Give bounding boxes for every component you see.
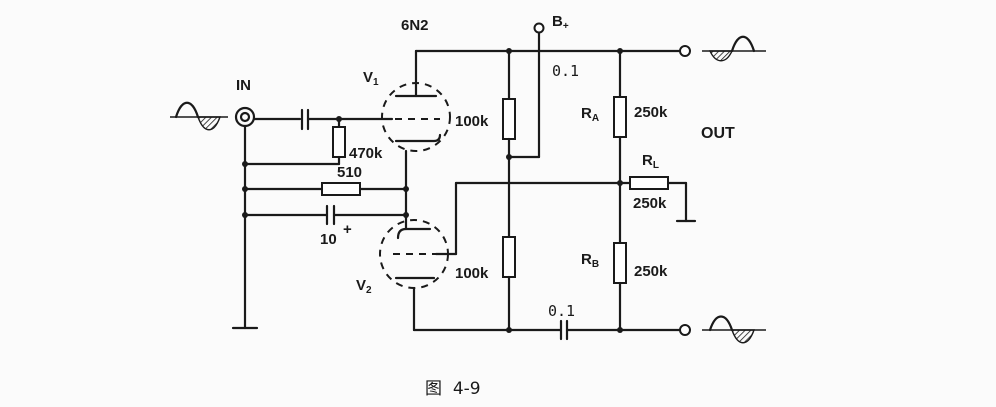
input-jack bbox=[234, 106, 256, 128]
tube-type-label: 6N2 bbox=[401, 17, 429, 34]
cathode-resistor-label: 510 bbox=[337, 164, 363, 181]
input-waveform bbox=[170, 101, 228, 131]
in-label: IN bbox=[236, 77, 251, 94]
cathode-capacitor-label: 10 bbox=[320, 231, 337, 248]
plate-resistor-top-label: 100k bbox=[455, 113, 489, 130]
out-label: OUT bbox=[701, 125, 735, 142]
ra-label: RA bbox=[581, 105, 600, 124]
resistor-rb bbox=[613, 242, 627, 284]
plate-resistor-100k-top bbox=[502, 98, 516, 140]
resistor-ra bbox=[613, 96, 627, 138]
grid-resistor-470k bbox=[332, 126, 346, 158]
output-terminal-bottom bbox=[679, 324, 691, 336]
plate-resistor-100k-bottom bbox=[502, 236, 516, 278]
rb-label: RB bbox=[581, 251, 600, 270]
v2-label: V2 bbox=[356, 277, 372, 296]
output-waveform-top bbox=[702, 35, 766, 62]
v1-label: V1 bbox=[363, 69, 379, 88]
rl-value-label: 250k bbox=[633, 195, 667, 212]
b-plus-label: B+ bbox=[552, 13, 569, 32]
c-out-bottom-label: 0.1 bbox=[548, 302, 576, 320]
b-plus-terminal bbox=[533, 22, 545, 34]
c-out-top-label: 0.1 bbox=[552, 62, 580, 80]
grid-resistor-label: 470k bbox=[349, 145, 383, 162]
output-terminal-top bbox=[679, 45, 691, 57]
cathode-capacitor-polarity: + bbox=[343, 221, 352, 238]
figure-caption: 图 4-9 bbox=[425, 379, 481, 399]
plate-resistor-bottom-label: 100k bbox=[455, 265, 489, 282]
output-waveform-bottom bbox=[702, 315, 766, 344]
ra-value-label: 250k bbox=[634, 104, 668, 121]
cathode-resistor-510 bbox=[321, 182, 361, 196]
resistor-rl bbox=[629, 176, 669, 190]
rb-value-label: 250k bbox=[634, 263, 668, 280]
rl-label: RL bbox=[642, 152, 659, 171]
